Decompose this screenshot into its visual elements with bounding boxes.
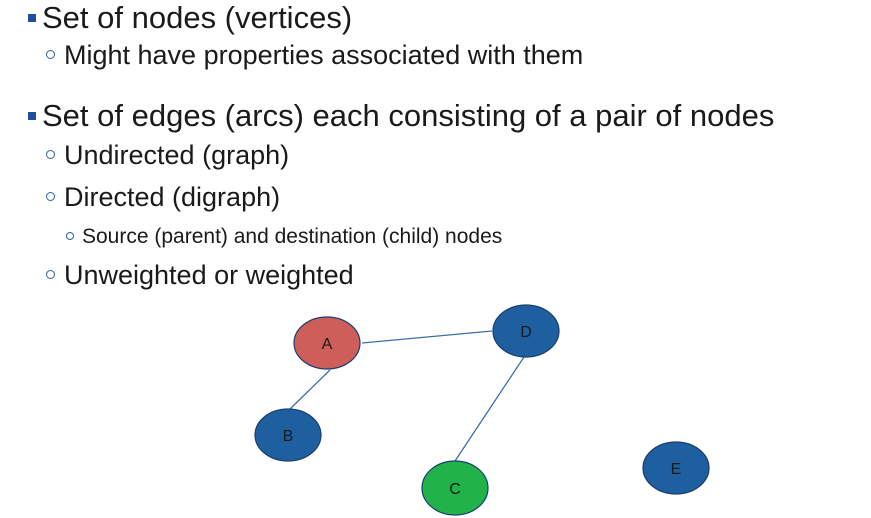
bullet-text: Set of edges (arcs) each consisting of a…: [42, 98, 775, 133]
edge-d-c: [454, 356, 525, 462]
node-label: C: [449, 481, 461, 498]
bullet-text: Undirected (graph): [64, 140, 290, 170]
node-label: B: [283, 428, 294, 445]
node-c: C: [421, 460, 489, 516]
circle-bullet-icon: [46, 150, 55, 159]
node-shape: [293, 316, 361, 370]
node-d: D: [492, 304, 560, 358]
bullet-undirected: Undirected (graph): [46, 140, 289, 171]
square-bullet-icon: [28, 112, 36, 120]
square-bullet-icon: [28, 14, 36, 22]
bullet-nodes: Set of nodes (vertices): [28, 0, 352, 36]
bullet-text: Directed (digraph): [64, 182, 281, 212]
circle-bullet-icon: [46, 270, 55, 279]
node-label: D: [520, 324, 532, 341]
node-b: B: [254, 408, 322, 462]
bullet-text: Might have properties associated with th…: [64, 40, 584, 70]
circle-bullet-icon: [46, 192, 55, 201]
node-e: E: [642, 441, 710, 495]
bullet-nodes-properties: Might have properties associated with th…: [46, 40, 583, 71]
bullet-weighted: Unweighted or weighted: [46, 260, 354, 291]
bullet-directed: Directed (digraph): [46, 182, 280, 213]
node-shape: [421, 460, 489, 516]
node-label: E: [671, 461, 682, 478]
node-shape: [492, 304, 560, 358]
node-a: A: [293, 316, 361, 370]
node-shape: [642, 441, 710, 495]
bullet-text: Source (parent) and destination (child) …: [82, 225, 503, 248]
bullet-edges: Set of edges (arcs) each consisting of a…: [28, 98, 774, 134]
circle-bullet-icon: [66, 232, 74, 240]
bullet-text: Set of nodes (vertices): [42, 0, 353, 35]
edge-a-d: [361, 330, 493, 344]
edge-a-b: [289, 369, 331, 410]
node-shape: [254, 408, 322, 462]
bullet-text: Unweighted or weighted: [64, 260, 354, 290]
bullet-source-destination: Source (parent) and destination (child) …: [66, 225, 502, 249]
node-label: A: [322, 336, 333, 353]
circle-bullet-icon: [46, 50, 55, 59]
